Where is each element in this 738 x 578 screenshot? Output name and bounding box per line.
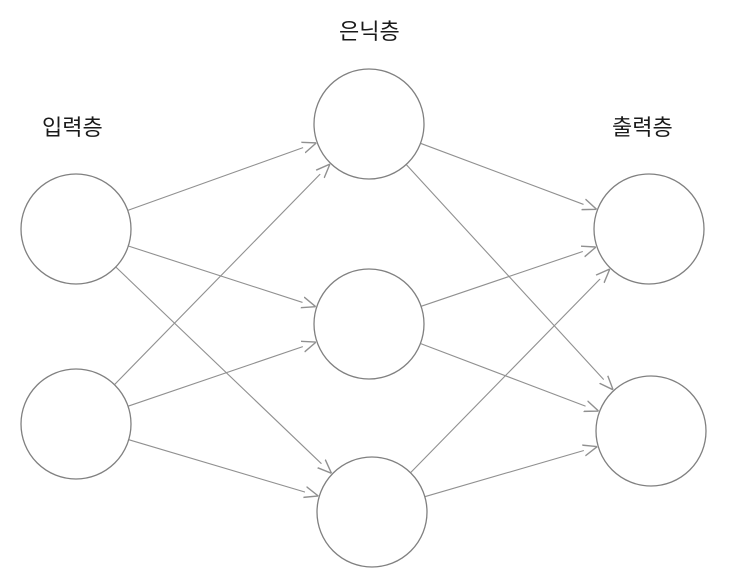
edge-hidden-1-to-output-1	[420, 142, 597, 209]
edge-hidden-2-to-output-2	[420, 342, 598, 412]
hidden-layer-label: 은닉층	[339, 20, 400, 45]
edge-input-2-to-hidden-2	[127, 342, 316, 407]
hidden-node-3	[316, 456, 428, 568]
hidden-node-1	[313, 68, 425, 180]
input-node-1	[20, 173, 132, 285]
output-node-1	[593, 173, 705, 285]
input-layer-label: 입력층	[42, 116, 103, 141]
edge-hidden-3-to-output-1	[410, 269, 610, 474]
input-node-2	[20, 368, 132, 480]
output-layer-label: 출력층	[612, 116, 673, 141]
edge-hidden-2-to-output-1	[420, 247, 596, 307]
edge-hidden-1-to-output-2	[405, 164, 613, 390]
edge-input-2-to-hidden-1	[114, 164, 330, 386]
edge-input-1-to-hidden-1	[127, 143, 316, 211]
edge-hidden-3-to-output-2	[424, 447, 597, 498]
edge-input-2-to-hidden-3	[128, 439, 319, 496]
edge-input-1-to-hidden-3	[115, 266, 332, 473]
hidden-node-2	[313, 268, 425, 380]
neurons	[20, 68, 707, 568]
output-node-2	[595, 375, 707, 487]
edge-input-1-to-hidden-2	[128, 245, 315, 307]
connections	[114, 143, 613, 497]
